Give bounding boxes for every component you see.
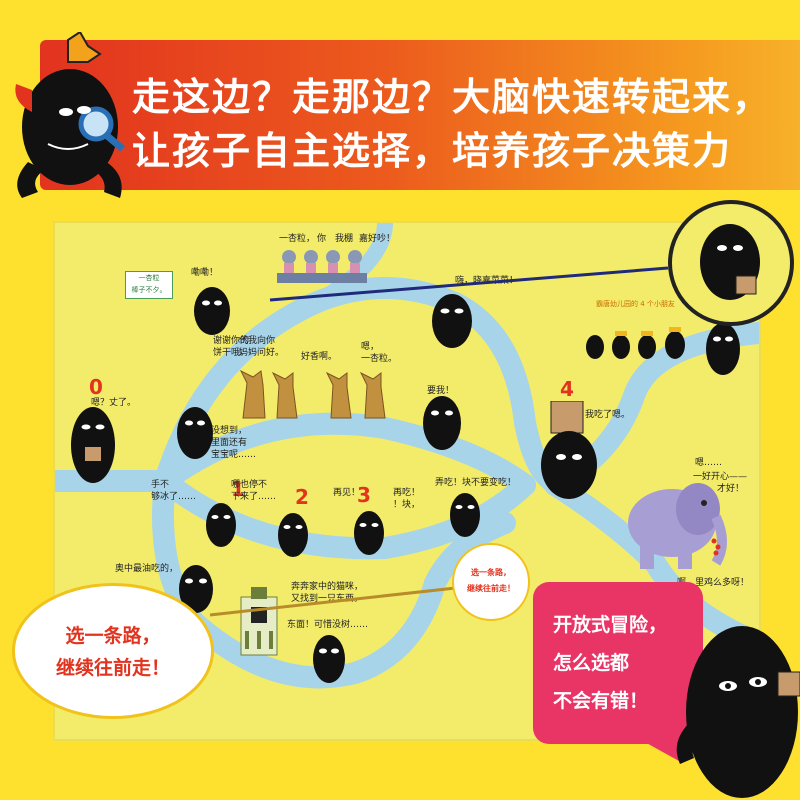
speech-text: 东面！可惜没树…… xyxy=(287,620,369,630)
speech-text: 够冰了…… xyxy=(151,492,197,502)
character-blob-box-head-icon xyxy=(541,401,597,499)
statues-icon xyxy=(277,250,367,283)
bubble-line-3: 不会有错！ xyxy=(553,690,649,712)
speech-text: 嗯…… xyxy=(695,458,723,468)
headline-line-1: 走这边？走那边？大脑快速转起来， xyxy=(132,75,773,119)
character-blob-icon xyxy=(278,513,308,557)
map-label-box: 一杏粒 棒子不夕。 xyxy=(125,271,173,299)
tower-building-icon xyxy=(240,587,278,656)
callout-small-line-1: 选一条路， xyxy=(471,568,511,577)
bubble-line-1: 开放式冒险， xyxy=(553,614,668,636)
route-number-3: 3 xyxy=(357,483,371,507)
speech-text: 奔奔家中的猫咪， xyxy=(291,582,364,592)
callout-small-choose-path: 选一条路， 继续往前走！ xyxy=(452,543,530,621)
speech-text: 嘉好吵！ xyxy=(359,234,396,244)
character-blob-icon xyxy=(179,565,213,613)
small-kids-group-icon xyxy=(586,327,685,359)
headline-line-2: 让孩子自主选择，培养孩子决策力 xyxy=(132,129,733,173)
speech-text: ！块， xyxy=(393,500,421,510)
speech-text: 啊，里鸡么多呀！ xyxy=(677,578,750,588)
character-blob-icon xyxy=(354,511,384,555)
speech-text: 谢谢你的 xyxy=(213,336,250,346)
speech-text: 里面还有 xyxy=(211,438,248,448)
speech-text: 弄吃！块不要变吃！ xyxy=(435,478,517,488)
open-adventure-bubble: 开放式冒险， 怎么选都 不会有错！ xyxy=(533,582,703,744)
adventure-map: 一杏粒 棒子不夕。 霸唐幼儿园的 4 个小朋友 xyxy=(53,221,761,741)
character-blob-icon xyxy=(432,294,472,348)
character-blob-icon xyxy=(177,407,213,459)
route-number-4: 4 xyxy=(560,377,574,401)
speech-text: 奥中最油吃的， xyxy=(115,564,179,574)
big-blob-character-icon xyxy=(676,626,800,798)
bubble-line-2: 怎么选都 xyxy=(553,652,630,674)
character-blob-icon xyxy=(423,396,461,450)
elephant-icon xyxy=(628,483,727,569)
mascot-magnifier-icon xyxy=(15,32,125,198)
character-with-box-icon xyxy=(700,224,760,300)
speech-text: 饼干哦。 xyxy=(213,348,250,358)
corner-note: 霸唐幼儿园的 4 个小朋友 xyxy=(596,300,675,308)
speech-text: 没想到， xyxy=(211,426,248,436)
route-number-1: 1 xyxy=(231,477,245,501)
foxes-icon xyxy=(239,369,386,419)
speech-text: 宝宝呢…… xyxy=(211,450,257,460)
speech-text: 要我！ xyxy=(427,386,455,396)
speech-text: 你 xyxy=(317,234,327,244)
character-blob-icon xyxy=(313,635,345,683)
speech-text: 一杏粒， xyxy=(279,234,316,244)
speech-text: 代我向你 xyxy=(239,336,276,346)
speech-text: 哪也停不 xyxy=(231,480,268,490)
route-number-0: 0 xyxy=(89,375,103,399)
speech-text: 再吃！ xyxy=(393,488,421,498)
speech-text: 嘞嘞！ xyxy=(191,268,219,278)
headline-banner xyxy=(40,40,800,190)
character-blob-icon xyxy=(706,323,740,375)
callout-line-1: 选一条路， xyxy=(65,625,161,647)
speech-text: 又找到一只东西。 xyxy=(291,594,364,604)
character-blob-icon xyxy=(206,503,236,547)
speech-text: 下来了…… xyxy=(231,492,277,502)
callout-small-line-2: 继续往前走！ xyxy=(467,584,515,593)
route-number-2: 2 xyxy=(295,485,309,509)
label-line-1: 一杏粒 xyxy=(138,274,160,282)
speech-text: 妈妈问好。 xyxy=(239,348,285,358)
speech-text: 我棚 xyxy=(335,234,354,244)
speech-text: 才好！ xyxy=(717,484,745,494)
character-blob-icon xyxy=(450,493,480,537)
character-blob-icon xyxy=(194,287,230,335)
callout-line-2: 继续往前走！ xyxy=(55,657,171,679)
speech-text: 嗯， xyxy=(361,342,380,352)
speech-text: 我吃了嗯。 xyxy=(585,410,631,420)
speech-text: 好香啊。 xyxy=(301,352,338,362)
callout-choose-path: 选一条路， 继续往前走！ xyxy=(12,583,214,719)
speech-text: 一好开心—— xyxy=(693,472,748,482)
zoom-detail-circle xyxy=(668,200,794,326)
speech-text: 嗯？丈了。 xyxy=(91,398,137,408)
speech-text: 手不 xyxy=(151,480,170,490)
speech-text: 嗨，晓嘉菜菜！ xyxy=(455,276,519,286)
character-blob-icon xyxy=(71,407,115,483)
speech-text: 一杏粒。 xyxy=(361,354,398,364)
speech-text: 再见！ xyxy=(333,488,361,498)
label-line-2: 棒子不夕。 xyxy=(131,286,167,294)
